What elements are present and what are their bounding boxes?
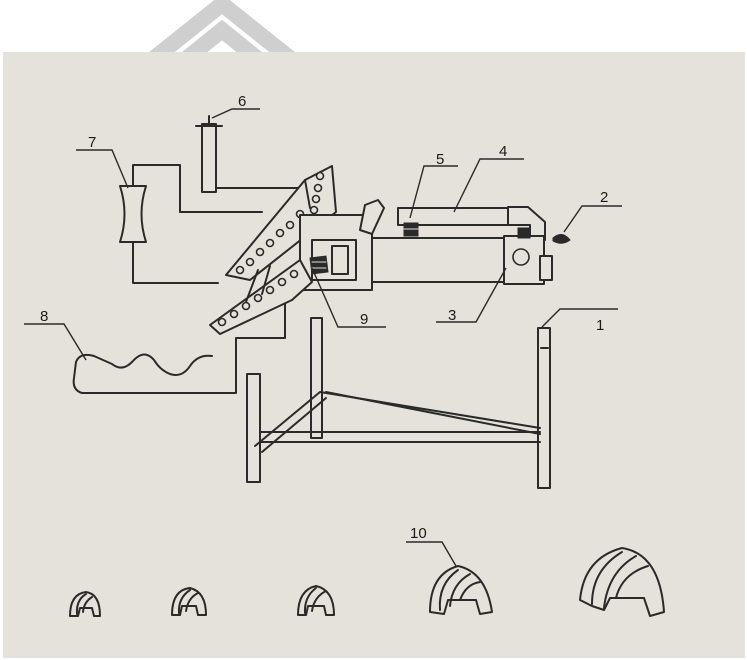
leader-lines: [24, 108, 622, 567]
label-1: 1: [596, 317, 604, 334]
oil-tube-4: [397, 206, 546, 241]
label-8: 8: [40, 308, 48, 325]
label-10: 10: [410, 525, 427, 542]
label-3: 3: [448, 307, 456, 324]
fitting-5: [403, 222, 419, 237]
watermark-logo: [147, 0, 297, 67]
leader-7: [76, 149, 129, 189]
tripod-stand: [246, 317, 551, 489]
oil-hose: [72, 303, 286, 394]
hand-pump: [119, 164, 263, 284]
leader-5: [409, 165, 458, 219]
bending-die-1: [69, 591, 101, 617]
pressure-gauge: [195, 115, 301, 193]
upper-wing-plate: [225, 165, 337, 281]
label-2: 2: [600, 189, 608, 206]
leader-9: [311, 267, 386, 328]
release-valve: [552, 234, 571, 244]
bending-die-2: [171, 587, 207, 616]
label-6: 6: [238, 93, 246, 110]
callout-labels: 1 2 3 4 5 6 7 8 9 10: [40, 93, 608, 542]
bending-die-3: [297, 585, 335, 616]
bending-die-5: [579, 547, 665, 617]
label-4: 4: [499, 143, 507, 160]
leader-8: [24, 323, 87, 361]
leader-2: [563, 205, 622, 233]
label-9: 9: [360, 311, 368, 328]
leader-6: [211, 108, 260, 119]
leader-1: [541, 308, 618, 328]
bending-die-4: [429, 565, 493, 615]
leader-10: [406, 541, 457, 567]
label-5: 5: [436, 151, 444, 168]
lower-wing-plate: [209, 259, 313, 335]
leader-3: [436, 267, 507, 323]
label-7: 7: [88, 134, 96, 151]
ram-former: [309, 239, 357, 281]
leader-4: [453, 158, 524, 213]
